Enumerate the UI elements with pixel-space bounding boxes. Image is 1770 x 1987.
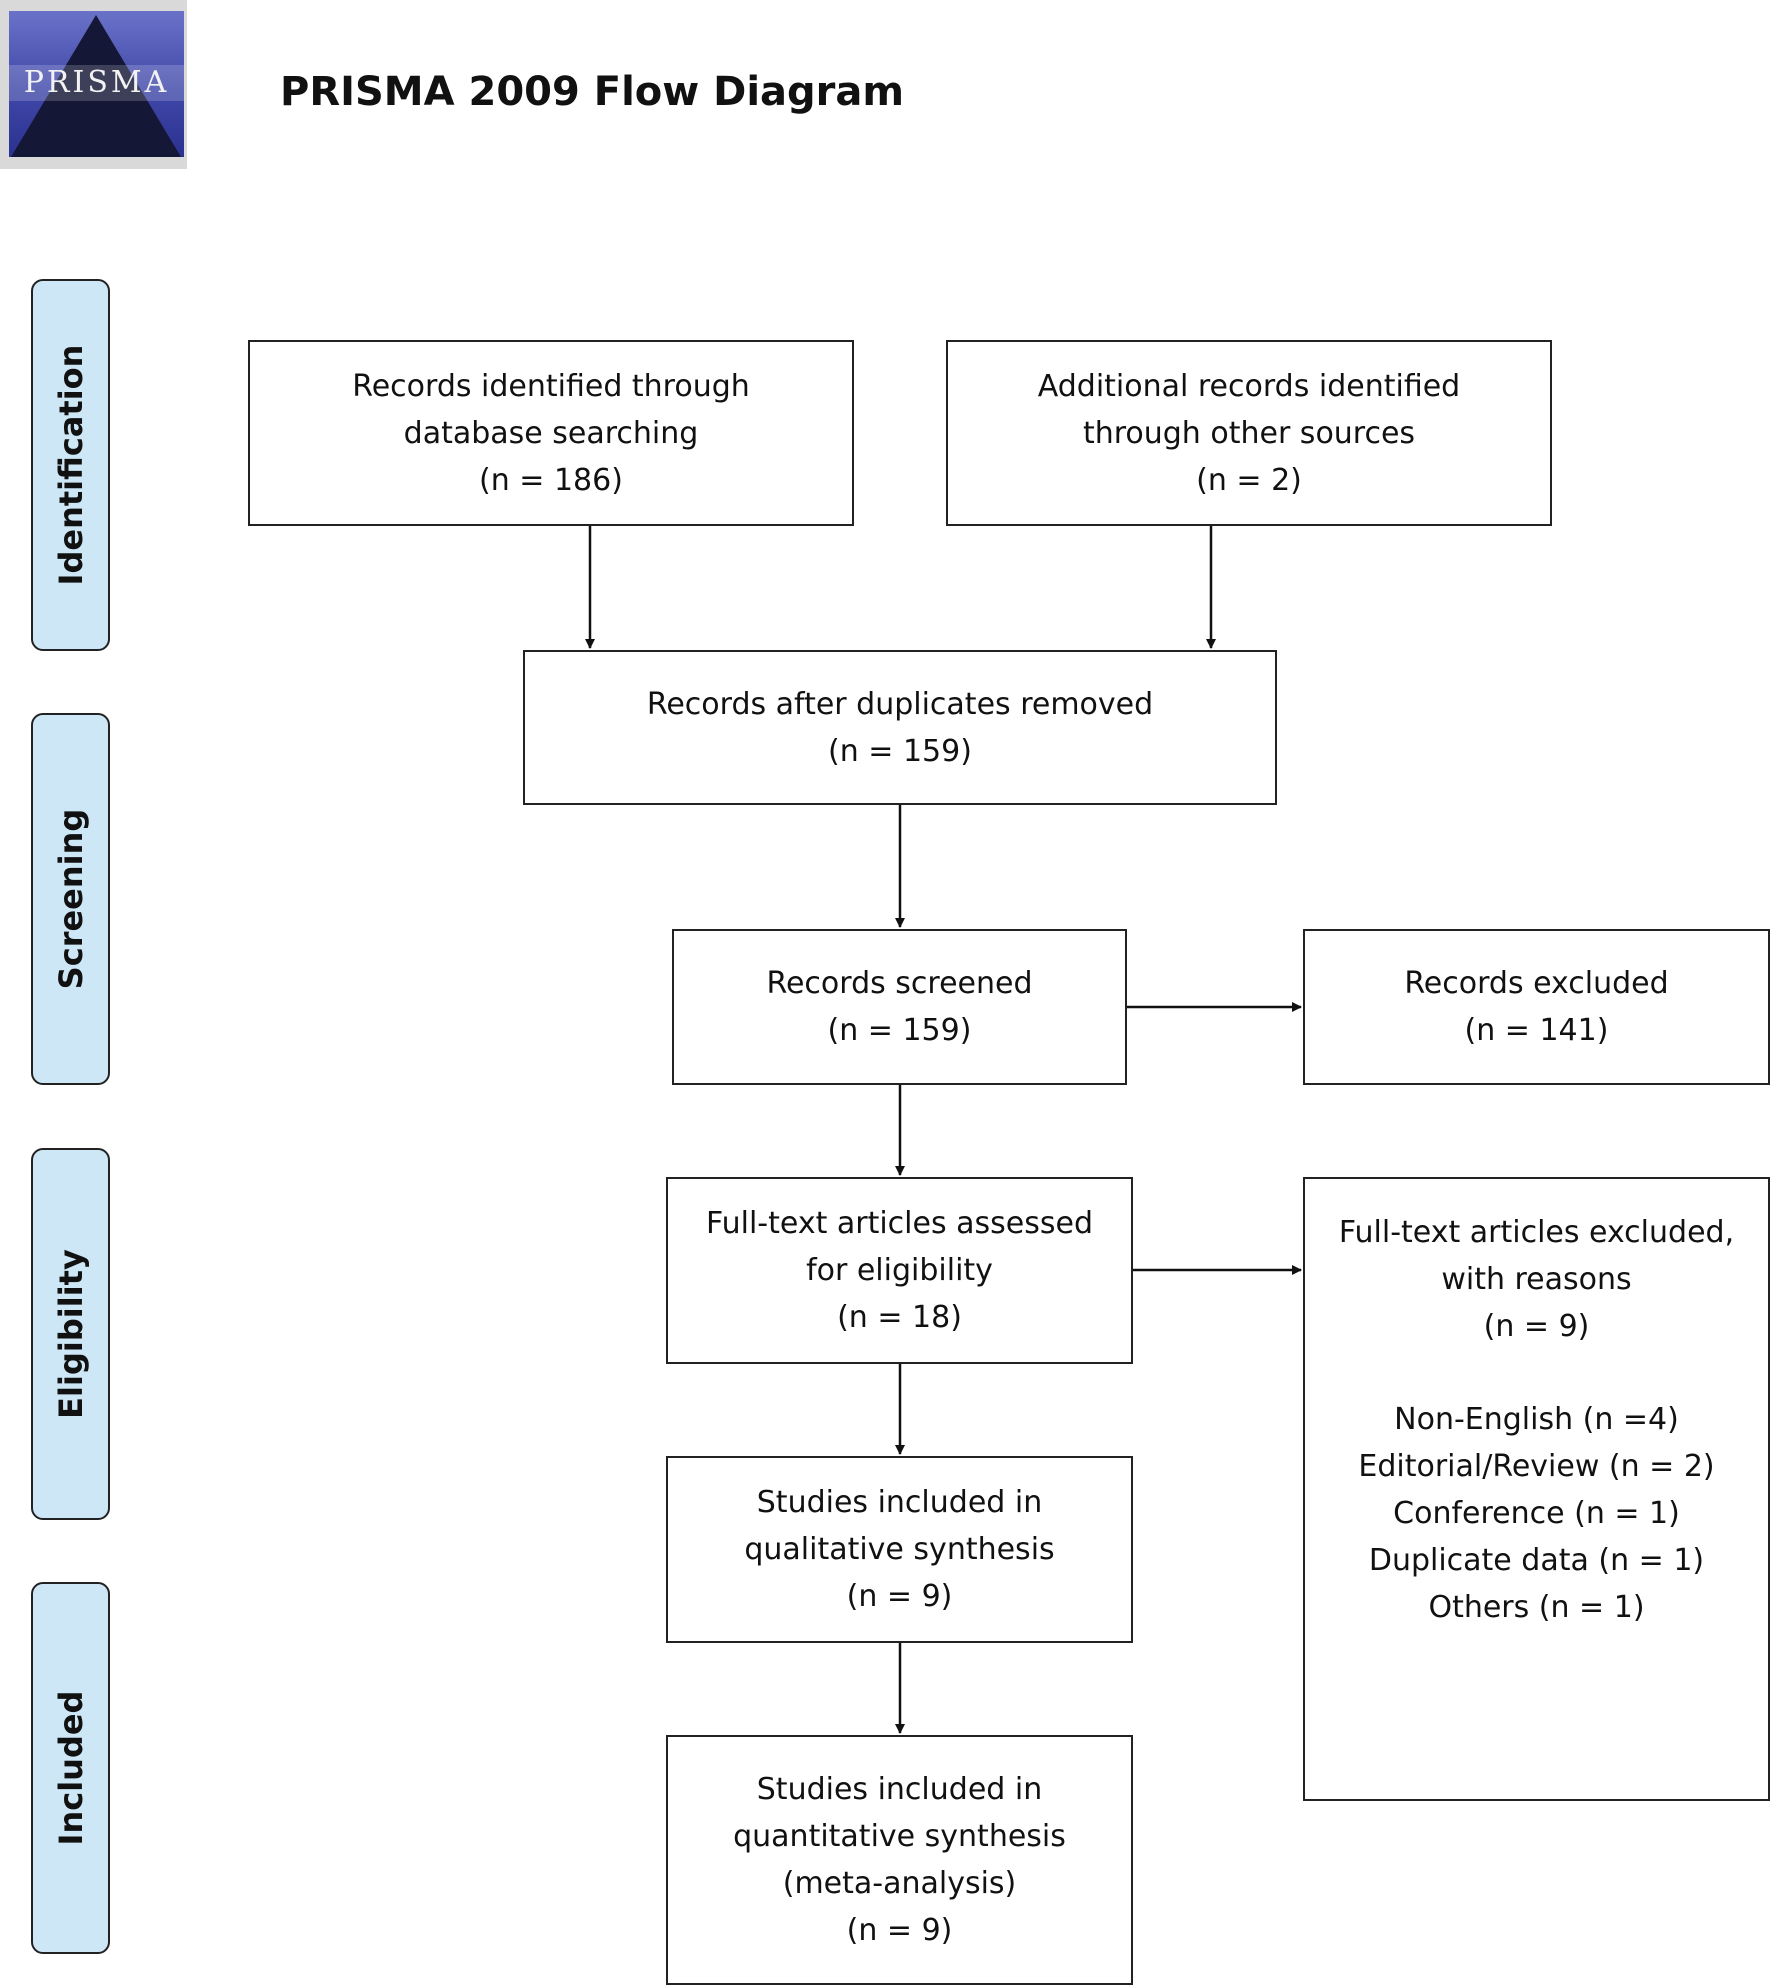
box-line: Full-text articles assessed — [706, 1206, 1093, 1241]
box-line: quantitative synthesis — [733, 1819, 1066, 1854]
exclusion-reason: Editorial/Review (n = 2) — [1358, 1449, 1715, 1484]
box-line: Records screened — [766, 966, 1033, 1001]
logo-triangle-icon — [11, 15, 181, 157]
box-line: Records after duplicates removed — [646, 686, 1154, 722]
box-count: (n = 141) — [1464, 1013, 1609, 1048]
box-line: Records identified through — [352, 368, 750, 404]
phase-identification: Identification — [31, 279, 110, 651]
exclusion-reason: Others (n = 1) — [1428, 1590, 1645, 1625]
box-count: (n = 9) — [846, 1913, 953, 1948]
box-line: Studies included in — [756, 1485, 1043, 1520]
exclusion-reason: Duplicate data (n = 1) — [1368, 1543, 1705, 1578]
box-line: for eligibility — [806, 1253, 993, 1288]
box-count: (n = 159) — [827, 1013, 972, 1048]
box-line: Full-text articles excluded, — [1338, 1215, 1735, 1250]
box-count: (n = 2) — [1196, 462, 1302, 498]
box-count: (n = 18) — [837, 1300, 962, 1335]
logo-wordmark: PRISMA — [9, 65, 184, 101]
phase-eligibility: Eligibility — [31, 1148, 110, 1520]
box-records-screened: Records screened (n = 159) — [672, 929, 1127, 1085]
box-count: (n = 9) — [1483, 1309, 1590, 1344]
box-fulltext-excluded: Full-text articles excluded, with reason… — [1303, 1177, 1770, 1801]
box-qualitative-synthesis: Studies included in qualitative synthesi… — [666, 1456, 1133, 1643]
box-line: through other sources — [1082, 415, 1416, 451]
box-line: qualitative synthesis — [744, 1532, 1055, 1567]
box-count: (n = 159) — [828, 733, 972, 769]
box-fulltext-assessed: Full-text articles assessed for eligibil… — [666, 1177, 1133, 1364]
prisma-logo: PRISMA — [0, 0, 187, 169]
box-line: Records excluded — [1404, 966, 1669, 1001]
box-duplicates-removed: Records after duplicates removed (n = 15… — [523, 650, 1277, 805]
box-other-sources: Additional records identified through ot… — [946, 340, 1552, 526]
box-records-excluded: Records excluded (n = 141) — [1303, 929, 1770, 1085]
logo-emblem: PRISMA — [9, 11, 184, 157]
box-line: Studies included in — [756, 1772, 1043, 1807]
phase-included: Included — [31, 1582, 110, 1954]
box-database-searching: Records identified through database sear… — [248, 340, 854, 526]
box-quantitative-synthesis: Studies included in quantitative synthes… — [666, 1735, 1133, 1985]
box-count: (n = 9) — [846, 1579, 953, 1614]
exclusion-reason: Conference (n = 1) — [1393, 1496, 1680, 1531]
phase-screening: Screening — [31, 713, 110, 1085]
page-title: PRISMA 2009 Flow Diagram — [280, 69, 905, 115]
box-line: (meta-analysis) — [782, 1866, 1017, 1901]
box-line: with reasons — [1441, 1262, 1632, 1297]
exclusion-reason: Non-English (n =4) — [1394, 1402, 1679, 1437]
box-line: Additional records identified — [1037, 368, 1461, 404]
box-line: database searching — [403, 415, 699, 451]
box-count: (n = 186) — [479, 462, 623, 498]
